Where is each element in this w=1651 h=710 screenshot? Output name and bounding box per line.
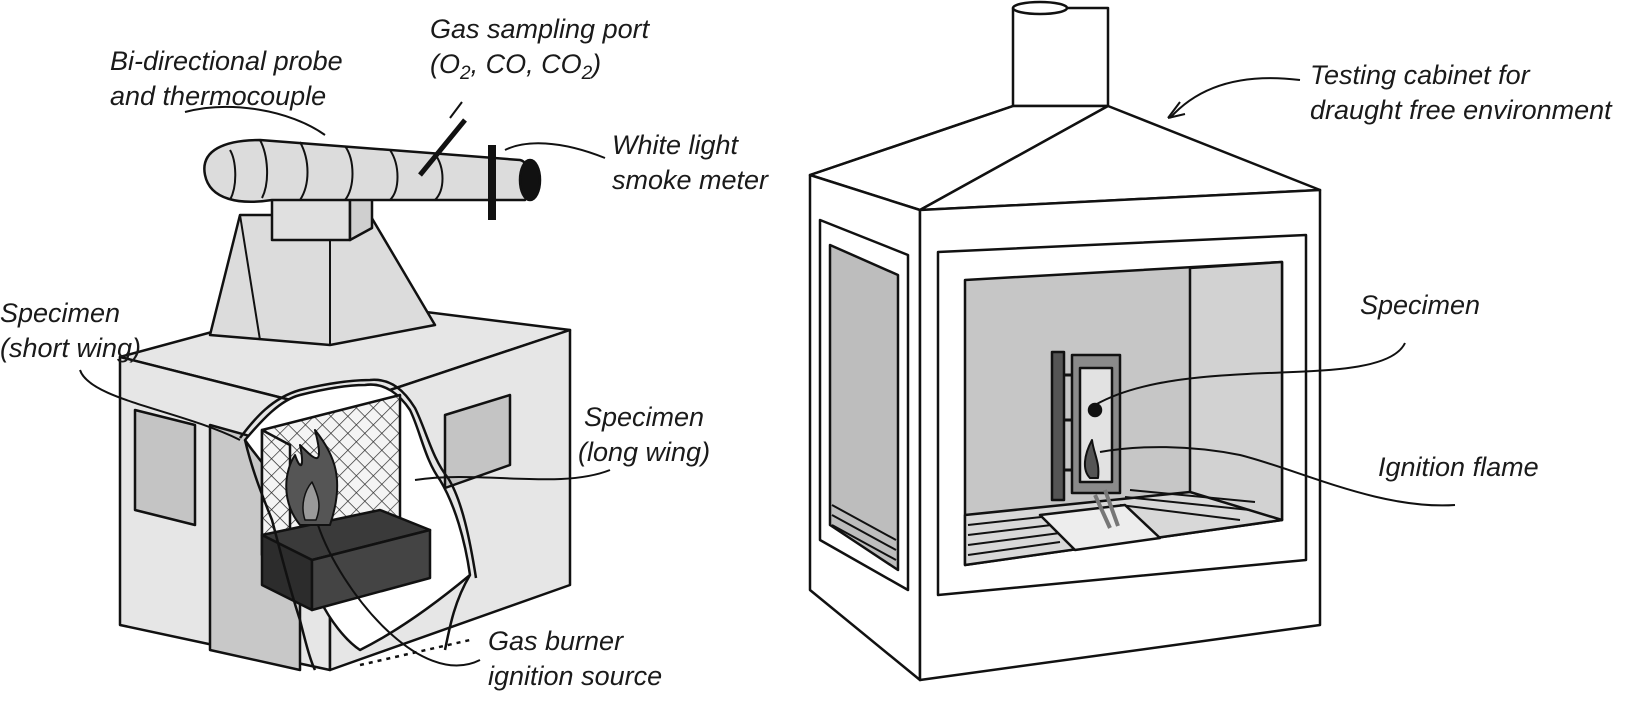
- duct-outlet: [518, 158, 542, 202]
- gas-sampling-probe: [418, 118, 467, 177]
- label-smoke-meter: White light smoke meter: [612, 128, 768, 198]
- label-gas-burner: Gas burner ignition source: [488, 624, 662, 694]
- ignition-flame-shape: [1084, 439, 1100, 479]
- label-specimen-right: Specimen: [1360, 290, 1481, 320]
- ignition-burner: [1093, 489, 1120, 529]
- label-gas-port: Gas sampling port (O2, CO, CO2): [430, 12, 650, 84]
- label-short-wing-line2: (short wing): [0, 333, 142, 363]
- testing-cabinet: [808, 0, 1456, 682]
- label-smoke-line2: smoke meter: [612, 165, 769, 195]
- burner-flame: [285, 429, 339, 526]
- label-cabinet-line1: Testing cabinet for: [1310, 60, 1530, 90]
- label-smoke-line1: White light: [612, 130, 739, 160]
- front-window: [133, 408, 197, 527]
- label-gas-port-line2: (O2, CO, CO2): [430, 49, 602, 84]
- label-burner-line1: Gas burner: [488, 626, 624, 656]
- label-burner-line2: ignition source: [488, 661, 663, 691]
- right-window: [443, 393, 512, 490]
- front-window-side-wall: [1188, 260, 1284, 522]
- smoke-meter-bar: [488, 145, 496, 220]
- specimen-dot: [1087, 402, 1103, 418]
- left-window-glass: [828, 243, 900, 572]
- label-cabinet-line2: draught free environment: [1310, 95, 1612, 125]
- holder-brackets: [1064, 373, 1072, 472]
- label-short-wing-line1: Specimen: [0, 298, 121, 328]
- specimen-holder-rod: [1050, 350, 1066, 502]
- room-corner-apparatus: [79, 101, 611, 672]
- label-probe-line1: Bi-directional probe: [110, 46, 343, 76]
- gas-burner-side: [310, 528, 432, 612]
- label-probe-line2: and thermocouple: [110, 81, 327, 111]
- label-long-wing-line1: Specimen: [584, 402, 705, 432]
- burner-tray: [1038, 503, 1162, 552]
- exhaust-hood: [208, 213, 437, 347]
- label-cabinet: Testing cabinet for draught free environ…: [1310, 58, 1612, 128]
- cabinet-chimney: [1011, 6, 1110, 108]
- label-short-wing: Specimen (short wing): [0, 296, 141, 366]
- label-long-wing: Specimen (long wing): [578, 400, 710, 470]
- label-probe: Bi-directional probe and thermocouple: [110, 44, 343, 114]
- label-long-wing-line2: (long wing): [578, 437, 711, 467]
- label-gas-port-line1: Gas sampling port: [430, 14, 650, 44]
- label-ignition-flame: Ignition flame: [1378, 452, 1539, 482]
- exhaust-duct: [203, 138, 532, 203]
